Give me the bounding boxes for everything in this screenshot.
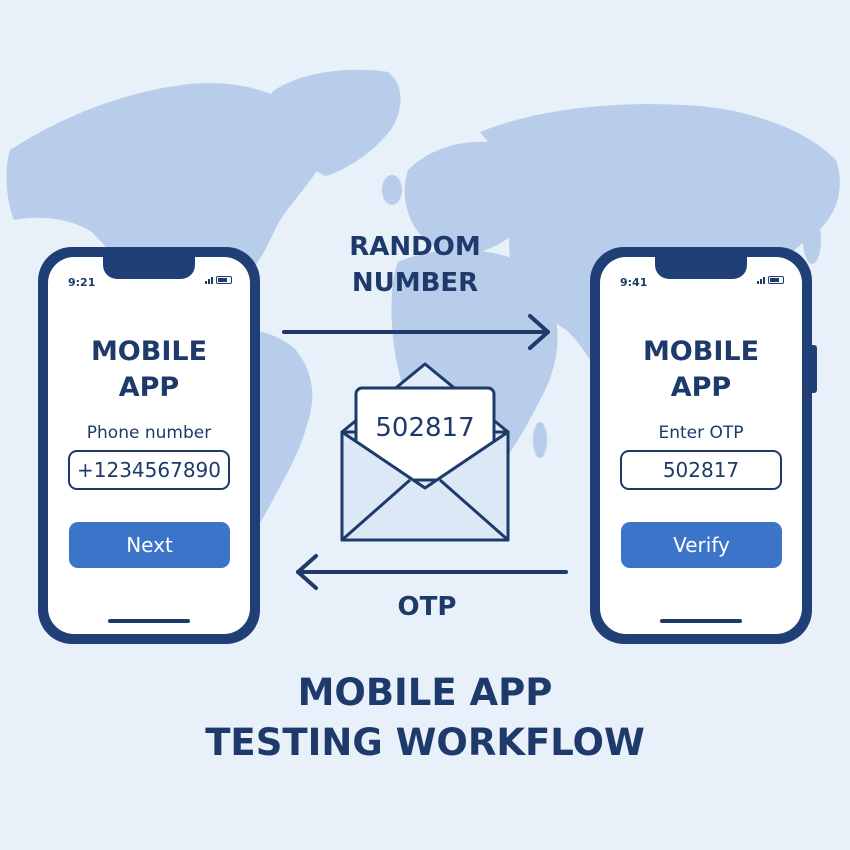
phone-notch: [655, 257, 747, 279]
phone-notch: [103, 257, 195, 279]
battery-icon: [768, 276, 784, 284]
next-button[interactable]: Next: [69, 522, 230, 568]
left-phone: 9:21 MOBILE APP Phone number +1234567890…: [38, 247, 260, 644]
status-icons: [205, 276, 232, 284]
random-number-label: RANDOM NUMBER: [349, 232, 481, 298]
signal-icon: [205, 277, 213, 284]
right-phone: 9:41 MOBILE APP Enter OTP 502817 Verify: [590, 247, 817, 644]
right-phone-screen: 9:41 MOBILE APP Enter OTP 502817 Verify: [600, 257, 802, 634]
phone-number-label: Phone number: [86, 423, 212, 443]
side-button: [812, 345, 817, 393]
continent-greenland: [271, 69, 401, 176]
island-uk: [382, 175, 402, 205]
app-title: MOBILE APP: [90, 336, 208, 403]
envelope-otp-code: 502817: [375, 413, 475, 443]
status-time: 9:41: [620, 276, 648, 289]
phone-number-input[interactable]: +1234567890: [68, 450, 230, 490]
app-title: MOBILE APP: [642, 336, 760, 403]
island-madagascar: [533, 422, 547, 458]
otp-return-label: OTP: [397, 592, 457, 622]
battery-icon: [216, 276, 232, 284]
signal-icon: [757, 277, 765, 284]
status-time: 9:21: [68, 276, 96, 289]
continent-europe: [404, 141, 530, 256]
left-phone-screen: 9:21 MOBILE APP Phone number +1234567890…: [48, 257, 250, 634]
island-japan: [803, 216, 821, 264]
home-indicator: [108, 619, 190, 623]
otp-label: Enter OTP: [658, 423, 744, 443]
home-indicator: [660, 619, 742, 623]
status-icons: [757, 276, 784, 284]
verify-button[interactable]: Verify: [621, 522, 782, 568]
otp-input[interactable]: 502817: [620, 450, 782, 490]
workflow-title: MOBILE APP TESTING WORKFLOW: [205, 671, 645, 764]
